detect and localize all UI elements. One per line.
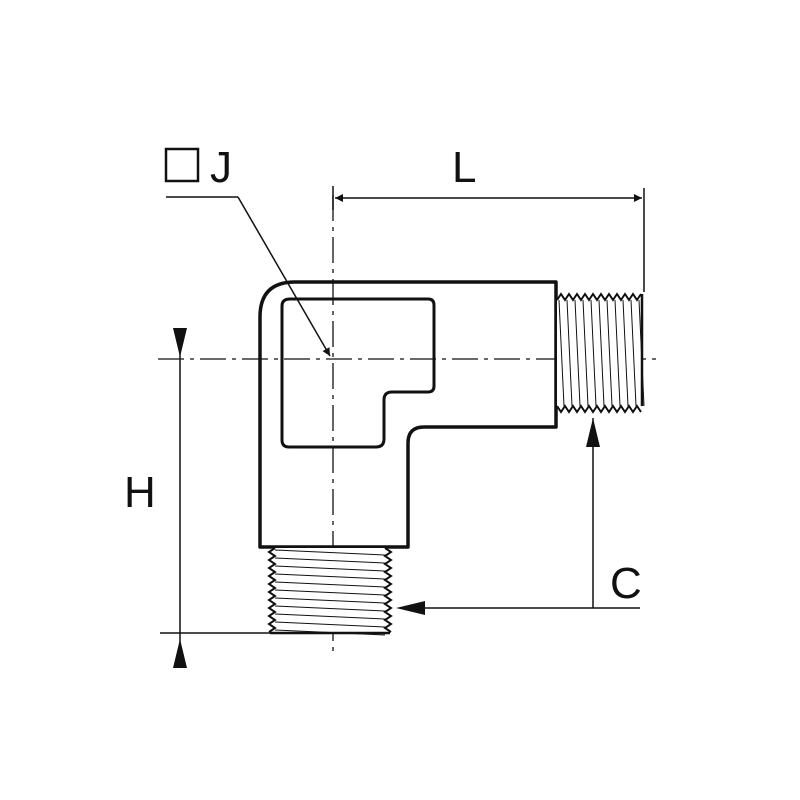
square-symbol-icon [164,147,200,183]
label-l: L [452,143,476,192]
leader-j [166,196,331,357]
inner-cavity [280,297,436,449]
dimension-h [160,328,270,668]
centerlines [158,195,660,655]
label-c: C [610,559,642,608]
fitting-body [258,280,558,549]
dimension-l [332,186,645,292]
right-thread [556,292,645,414]
dimension-c [396,418,640,615]
label-h: H [124,468,156,517]
label-j: J [210,143,232,192]
bottom-thread [267,547,393,636]
